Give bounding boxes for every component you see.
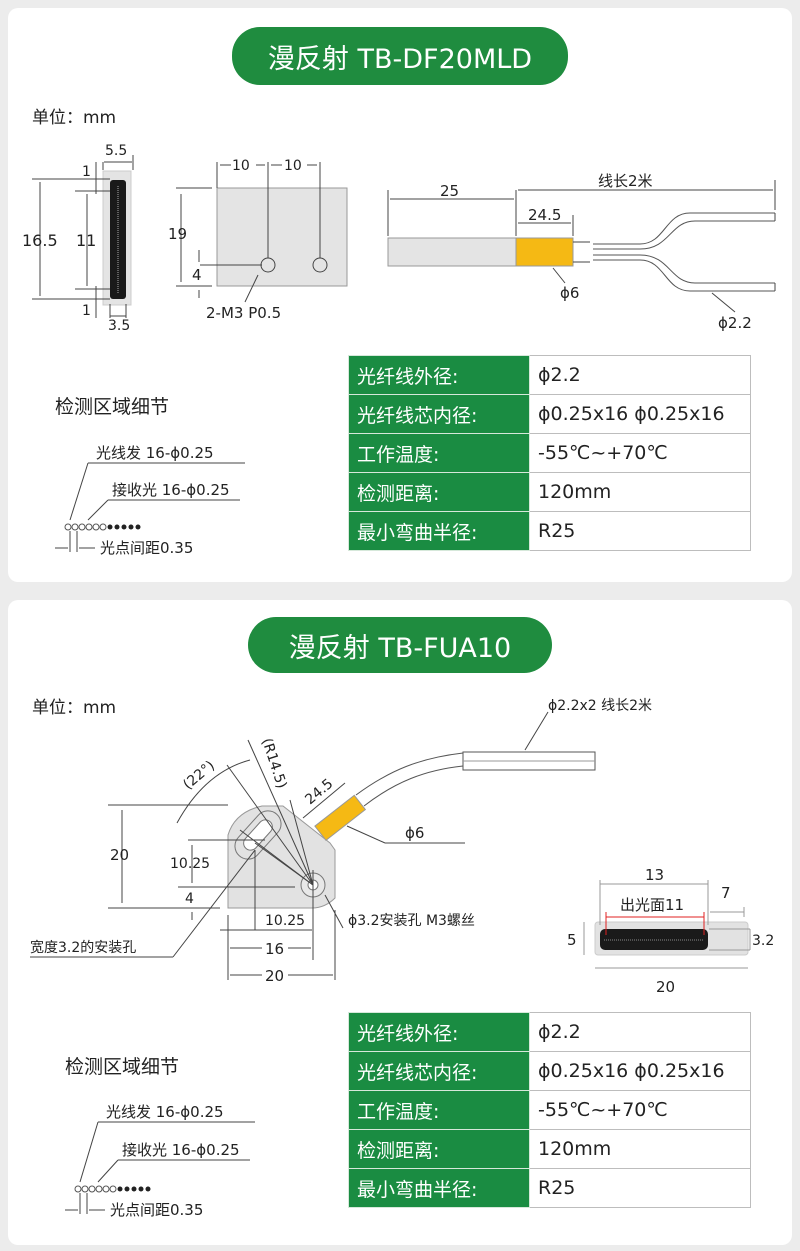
dim-label: 3.5 xyxy=(108,318,130,334)
face-view-drawing xyxy=(583,880,751,969)
dim-label: 1 xyxy=(82,303,91,319)
spec-label: 光纤线芯内径: xyxy=(348,1051,530,1091)
spec-table: 光纤线外径:ϕ2.2 光纤线芯内径:ϕ0.25x16 ϕ0.25x16 工作温度… xyxy=(348,1012,751,1208)
table-row: 最小弯曲半径:R25 xyxy=(348,1168,751,1208)
receive-label: 接收光 16-ϕ0.25 xyxy=(122,1141,240,1159)
receive-label: 接收光 16-ϕ0.25 xyxy=(112,481,230,499)
unit-label: 单位：mm xyxy=(32,108,117,128)
spec-label: 检测距离: xyxy=(348,472,530,512)
dim-label: 3.2 xyxy=(752,933,774,949)
dim-label: 1 xyxy=(82,164,91,180)
spec-value: -55℃~+70℃ xyxy=(529,433,751,473)
detail-title: 检测区域细节 xyxy=(65,1056,180,1078)
dim-label: 24.5 xyxy=(528,206,561,224)
table-row: 光纤线芯内径:ϕ0.25x16 ϕ0.25x16 xyxy=(348,394,751,434)
dim-label: 4 xyxy=(185,891,194,907)
dim-label: 10.25 xyxy=(170,856,210,872)
emit-label: 光线发 16-ϕ0.25 xyxy=(106,1103,224,1121)
table-row: 工作温度:-55℃~+70℃ xyxy=(348,1090,751,1130)
table-row: 光纤线外径:ϕ2.2 xyxy=(348,355,751,395)
hole-label: ϕ3.2安装孔 M3螺丝 xyxy=(348,913,475,929)
dim-label: 10.25 xyxy=(265,913,305,929)
spec-label: 工作温度: xyxy=(348,433,530,473)
spec-label: 最小弯曲半径: xyxy=(348,511,530,551)
dim-label: 25 xyxy=(440,182,459,200)
spec-value: R25 xyxy=(529,1168,751,1208)
detection-detail xyxy=(55,462,245,552)
spec-label: 光纤线外径: xyxy=(348,355,530,395)
dim-label: 5 xyxy=(567,931,577,949)
product-title: 漫反射 TB-FUA10 xyxy=(248,617,552,673)
dim-label: 2-M3 P0.5 xyxy=(206,304,281,322)
spec-label: 最小弯曲半径: xyxy=(348,1168,530,1208)
bracket-drawing xyxy=(30,711,596,980)
spec-value: 120mm xyxy=(529,472,751,512)
table-row: 最小弯曲半径:R25 xyxy=(348,511,751,551)
spec-value: -55℃~+70℃ xyxy=(529,1090,751,1130)
dim-label: ϕ6 xyxy=(405,824,424,842)
spec-value: ϕ0.25x16 ϕ0.25x16 xyxy=(529,1051,751,1091)
spec-value: 120mm xyxy=(529,1129,751,1169)
pitch-label: 光点间距0.35 xyxy=(110,1201,203,1219)
dim-label: 11 xyxy=(76,231,96,250)
detail-title: 检测区域细节 xyxy=(55,396,170,418)
emit-label: 光线发 16-ϕ0.25 xyxy=(96,444,214,462)
cable-drawing xyxy=(387,180,776,313)
spec-label: 光纤线外径: xyxy=(348,1012,530,1052)
dim-label: 20 xyxy=(656,978,675,996)
spec-value: R25 xyxy=(529,511,751,551)
pitch-label: 光点间距0.35 xyxy=(100,539,193,557)
dim-label: 7 xyxy=(721,884,731,902)
front-view-drawing xyxy=(32,155,134,318)
dim-label: 20 xyxy=(265,967,284,985)
spec-label: 工作温度: xyxy=(348,1090,530,1130)
product-title: 漫反射 TB-DF20MLD xyxy=(232,27,568,85)
table-row: 工作温度:-55℃~+70℃ xyxy=(348,433,751,473)
angle-label: (22°) xyxy=(180,758,218,793)
table-row: 检测距离:120mm xyxy=(348,472,751,512)
dim-label: 24.5 xyxy=(302,776,336,808)
dim-label: 16.5 xyxy=(22,231,58,250)
unit-label: 单位：mm xyxy=(32,698,117,718)
dim-label: 20 xyxy=(110,846,129,864)
table-row: 光纤线芯内径:ϕ0.25x16 ϕ0.25x16 xyxy=(348,1051,751,1091)
dim-label: 13 xyxy=(645,866,664,884)
spec-value: ϕ0.25x16 ϕ0.25x16 xyxy=(529,394,751,434)
face-label: 出光面11 xyxy=(620,896,684,914)
dim-label: 10 xyxy=(232,158,250,174)
slot-label: 宽度3.2的安装孔 xyxy=(30,939,136,956)
table-row: 光纤线外径:ϕ2.2 xyxy=(348,1012,751,1052)
spec-table: 光纤线外径:ϕ2.2 光纤线芯内径:ϕ0.25x16 ϕ0.25x16 工作温度… xyxy=(348,355,751,551)
spec-value: ϕ2.2 xyxy=(529,355,751,395)
spec-label: 检测距离: xyxy=(348,1129,530,1169)
dim-label: 5.5 xyxy=(105,143,127,159)
top-view-drawing xyxy=(176,162,348,303)
radius-label: (R14.5) xyxy=(258,736,289,790)
detection-detail xyxy=(65,1121,255,1214)
dim-label: 16 xyxy=(265,940,284,958)
dim-label: ϕ6 xyxy=(560,284,579,302)
spec-label: 光纤线芯内径: xyxy=(348,394,530,434)
dim-label: 19 xyxy=(168,225,187,243)
dim-label: 线长2米 xyxy=(598,172,653,190)
dim-label: ϕ2.2 xyxy=(718,314,752,332)
table-row: 检测距离:120mm xyxy=(348,1129,751,1169)
dim-label: 10 xyxy=(284,158,302,174)
dim-label: 4 xyxy=(192,266,202,284)
cable-label: ϕ2.2x2 线长2米 xyxy=(548,698,652,714)
spec-value: ϕ2.2 xyxy=(529,1012,751,1052)
